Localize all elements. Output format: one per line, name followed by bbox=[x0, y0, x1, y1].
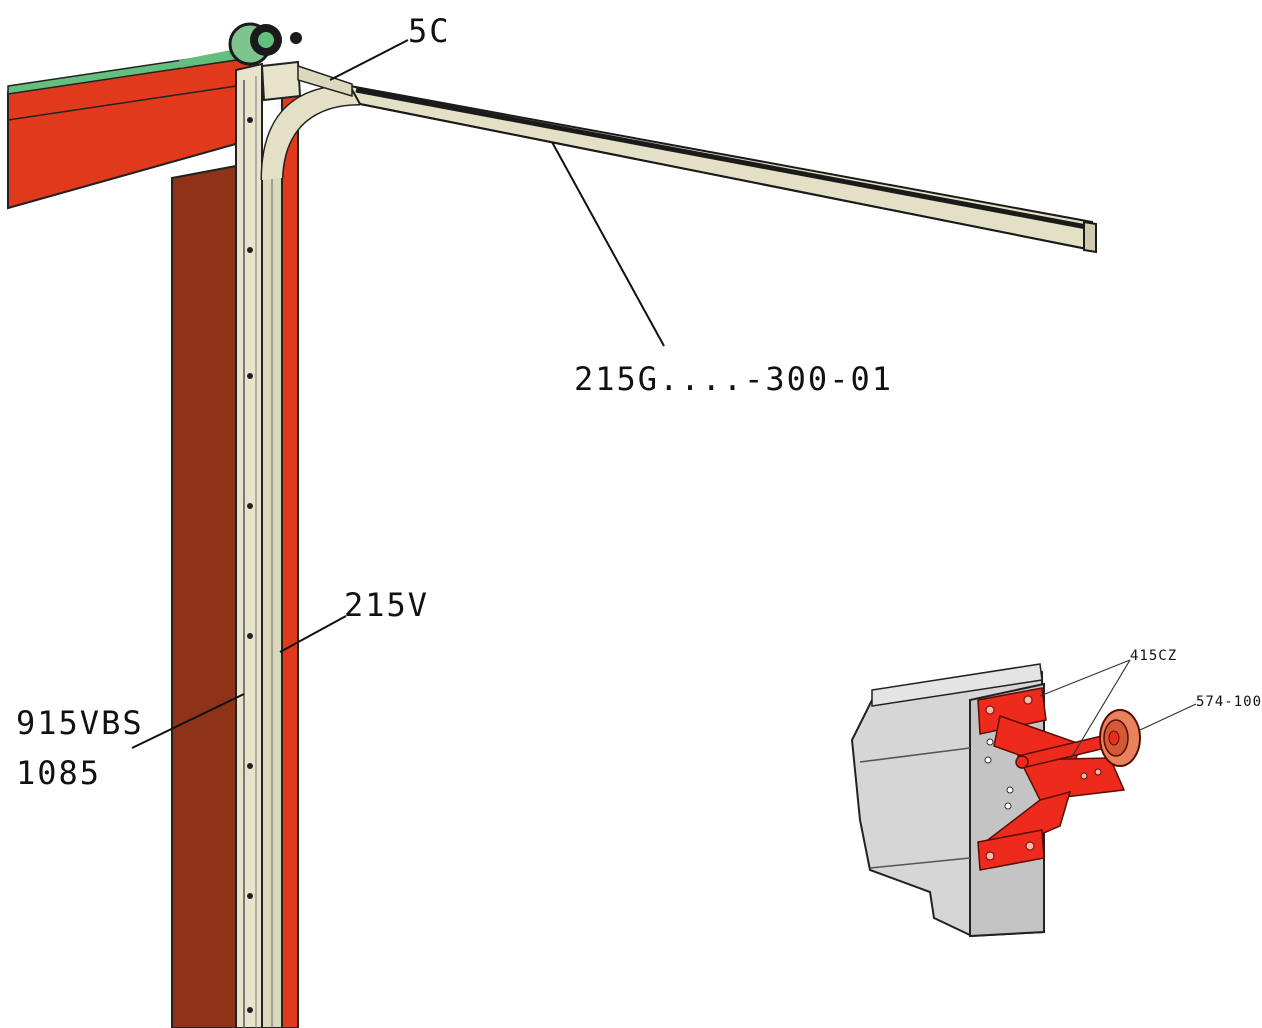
leader-5c bbox=[329, 39, 409, 81]
vertical-angle bbox=[235, 62, 263, 1028]
spring-drum-icon bbox=[179, 22, 302, 68]
angle-holes bbox=[247, 117, 253, 1013]
leader-215g bbox=[551, 141, 665, 347]
label-215v: 215V bbox=[344, 586, 429, 624]
leader-415cz-b bbox=[1069, 659, 1131, 761]
label-415cz: 415CZ bbox=[1130, 648, 1177, 664]
track-system bbox=[260, 60, 1097, 1028]
label-5c: 5C bbox=[408, 12, 451, 50]
leader-215v bbox=[279, 615, 347, 653]
inset-hinge-detail bbox=[850, 663, 1141, 938]
inset-leader-lines bbox=[1039, 659, 1197, 761]
label-1085: 1085 bbox=[16, 754, 101, 792]
leader-574 bbox=[1139, 703, 1197, 731]
leader-415cz-a bbox=[1039, 659, 1131, 697]
label-215g: 215G....-300-01 bbox=[574, 360, 893, 398]
label-915vbs: 915VBS bbox=[16, 704, 144, 742]
leader-lines bbox=[131, 39, 665, 749]
label-574-100: 574-100 bbox=[1196, 694, 1262, 710]
leader-915vbs bbox=[131, 693, 245, 749]
